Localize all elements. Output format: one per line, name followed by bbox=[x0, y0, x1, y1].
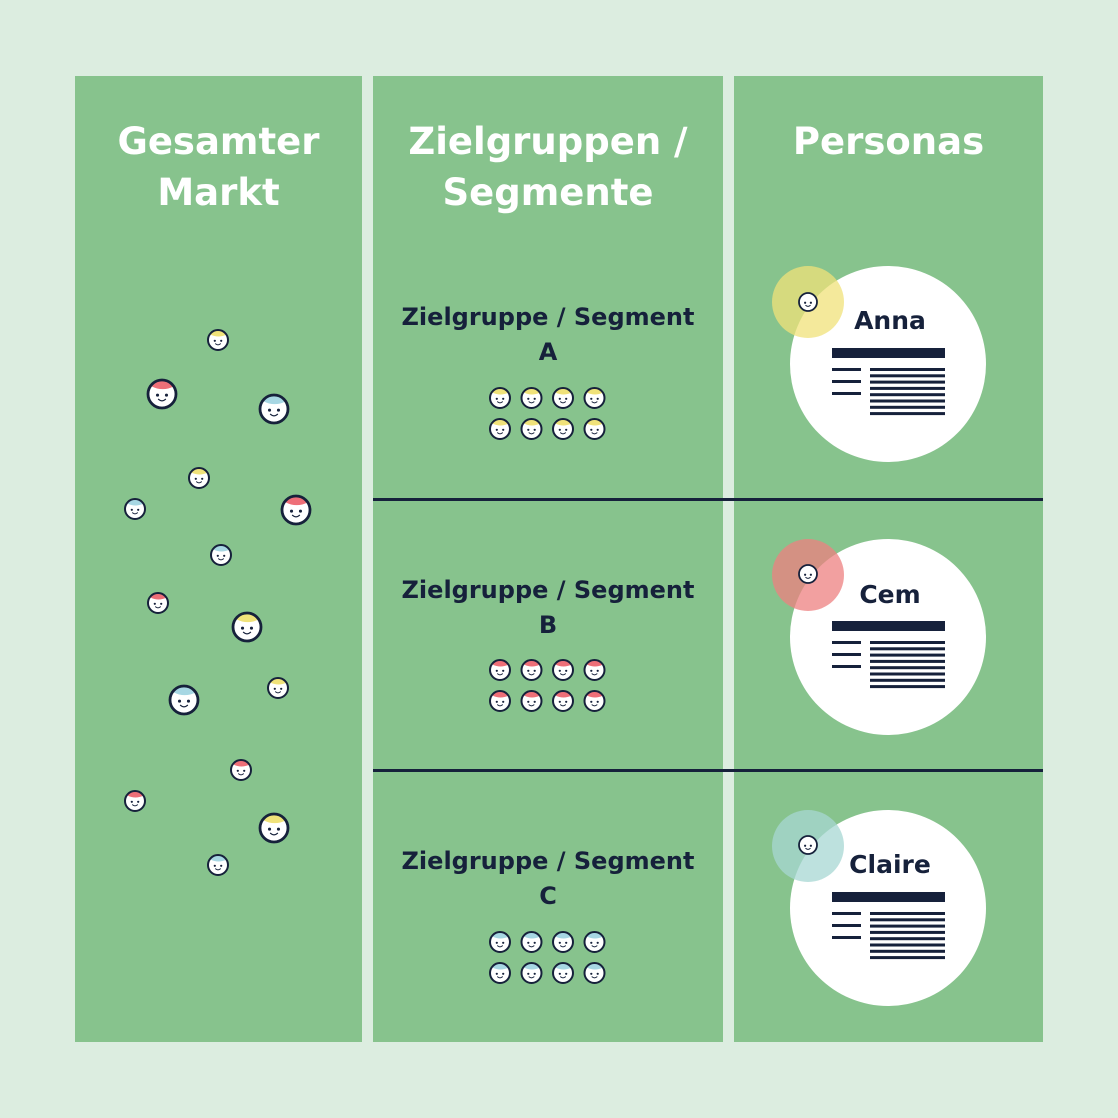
segment-a-person-icon bbox=[489, 418, 511, 440]
segment-a-title: Zielgruppe / Segment A bbox=[401, 303, 695, 366]
segment-c-person-icon bbox=[583, 962, 606, 984]
market-person-icon bbox=[146, 378, 178, 410]
market-person-icon bbox=[230, 759, 252, 781]
market-person-icon bbox=[267, 677, 289, 699]
divider-bc bbox=[373, 769, 1043, 772]
segment-c-person-icon bbox=[489, 962, 511, 984]
segment-a-person-icon bbox=[583, 418, 606, 440]
segment-c-person-icon bbox=[552, 962, 574, 984]
segment-a-person-icon bbox=[520, 387, 543, 409]
segment-b-title: Zielgruppe / Segment B bbox=[401, 576, 695, 639]
divider-ab bbox=[373, 498, 1043, 501]
market-person-icon bbox=[280, 494, 312, 526]
segment-c-person-icon bbox=[583, 931, 606, 953]
segment-b-person-icon bbox=[520, 659, 543, 681]
market-person-icon bbox=[147, 592, 169, 614]
segment-c-person-icon bbox=[520, 962, 543, 984]
segments-column: Zielgruppen / Segmente Zielgruppe / Segm… bbox=[373, 76, 723, 1042]
persona-claire-face-icon bbox=[798, 835, 818, 855]
personas-column-title: Personas bbox=[792, 120, 985, 163]
segment-b-person-icon bbox=[552, 659, 574, 681]
segment-b-person-icon bbox=[489, 659, 511, 681]
persona-name-cem: Cem bbox=[859, 580, 921, 609]
segment-c-person-icon bbox=[489, 931, 511, 953]
market-person-icon bbox=[188, 467, 210, 489]
market-person-icon bbox=[231, 611, 263, 643]
persona-name-claire: Claire bbox=[849, 850, 931, 879]
segment-b-person-icon bbox=[583, 690, 606, 712]
market-person-icon bbox=[207, 329, 229, 351]
market-person-icon bbox=[258, 393, 290, 425]
segments-column-title: Zielgruppen / Segmente bbox=[408, 120, 688, 214]
persona-cem-face-icon bbox=[798, 564, 818, 584]
market-person-icon bbox=[258, 812, 290, 844]
segment-b-person-icon bbox=[583, 659, 606, 681]
segment-a-person-icon bbox=[489, 387, 511, 409]
segment-a-person-icon bbox=[552, 418, 574, 440]
market-person-icon bbox=[124, 498, 146, 520]
market-person-icon bbox=[210, 544, 232, 566]
persona-card-cem bbox=[772, 539, 986, 735]
segment-c-person-icon bbox=[520, 931, 543, 953]
segment-a-person-icon bbox=[520, 418, 543, 440]
persona-anna-face-icon bbox=[798, 292, 818, 312]
segment-a-person-icon bbox=[552, 387, 574, 409]
market-person-icon bbox=[207, 854, 229, 876]
segment-a-person-icon bbox=[583, 387, 606, 409]
segment-b-person-icon bbox=[520, 690, 543, 712]
persona-card-anna bbox=[772, 266, 986, 462]
segment-c-person-icon bbox=[552, 931, 574, 953]
market-column-title: Gesamter Markt bbox=[117, 120, 320, 214]
segment-b-person-icon bbox=[489, 690, 511, 712]
market-person-icon bbox=[168, 684, 200, 716]
persona-card-claire bbox=[772, 810, 986, 1006]
persona-name-anna: Anna bbox=[854, 306, 926, 335]
market-person-icon bbox=[124, 790, 146, 812]
segment-c-title: Zielgruppe / Segment C bbox=[401, 847, 695, 910]
segment-b-person-icon bbox=[552, 690, 574, 712]
